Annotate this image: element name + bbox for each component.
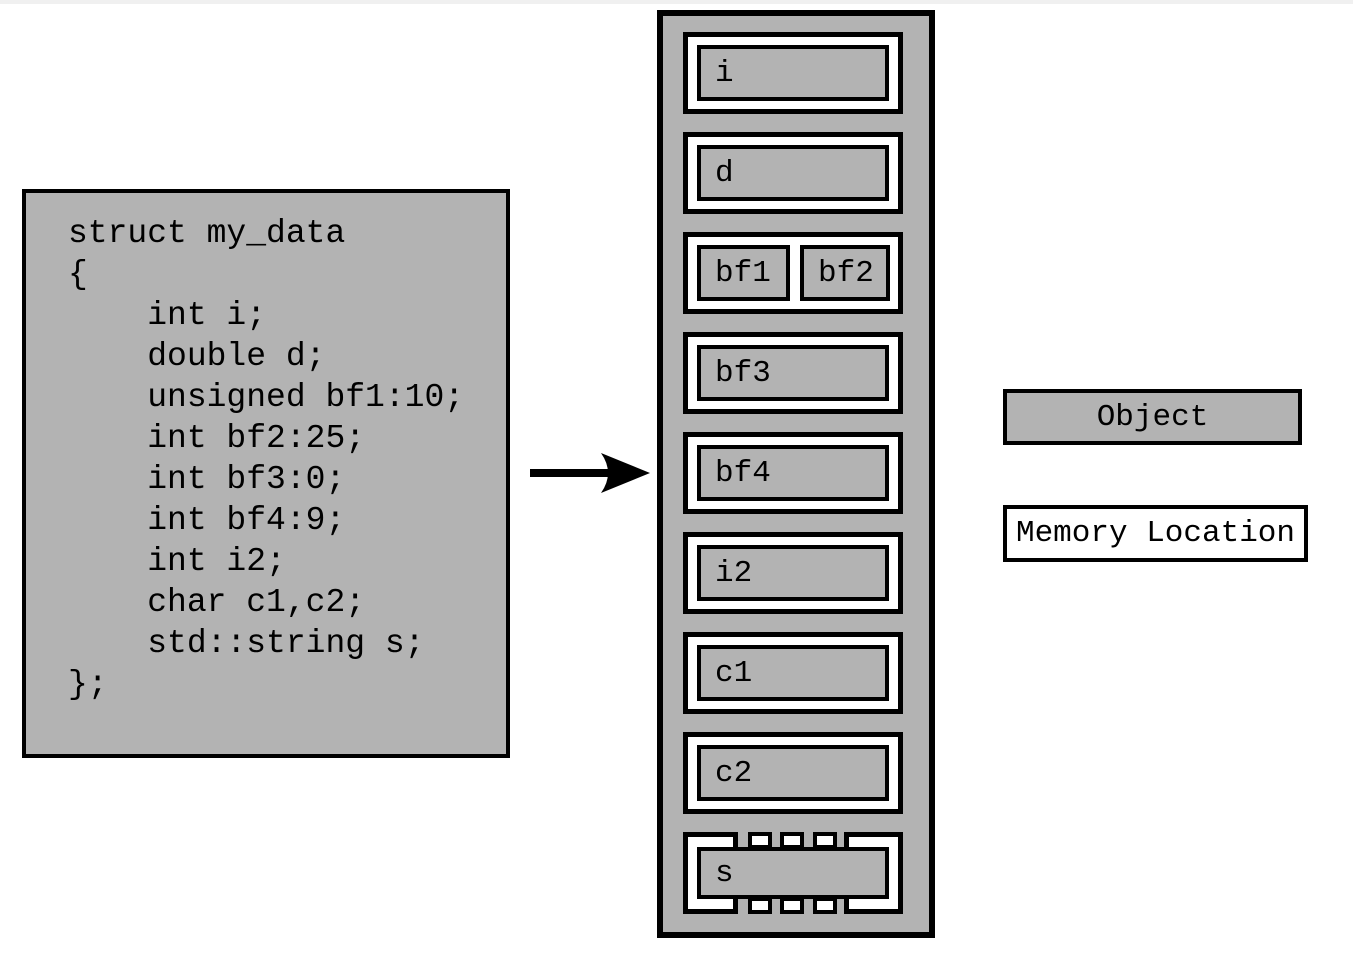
- object-box-c2: c2: [697, 745, 889, 801]
- memory-location-box: c1: [683, 632, 903, 714]
- memory-location-box: c2: [683, 732, 903, 814]
- object-label: i: [715, 55, 734, 91]
- memory-location-tab: [780, 897, 804, 914]
- object-label: bf2: [818, 255, 874, 291]
- top-edge-strip: [0, 0, 1353, 4]
- object-box-i: i: [697, 45, 889, 101]
- struct-code-block: struct my_data { int i; double d; unsign…: [22, 189, 510, 758]
- memory-location-tab: [813, 897, 837, 914]
- memory-location-box: i2: [683, 532, 903, 614]
- object-box-bf4: bf4: [697, 445, 889, 501]
- memory-location-tab: [748, 897, 772, 914]
- memory-location-box: i: [683, 32, 903, 114]
- memory-row-i2: i2: [683, 532, 903, 614]
- object-box-bf2: bf2: [800, 245, 890, 301]
- memory-row-bf4: bf4: [683, 432, 903, 514]
- object-box-i2: i2: [697, 545, 889, 601]
- memory-row-i: i: [683, 32, 903, 114]
- object-box-s: s: [697, 847, 889, 899]
- legend-memory-location-label: Memory Location: [1015, 516, 1296, 551]
- object-box-d: d: [697, 145, 889, 201]
- memory-row-bf1-bf2: bf1 bf2: [683, 232, 903, 314]
- legend-object-label: Object: [1096, 399, 1209, 435]
- object-label: bf1: [715, 255, 771, 291]
- memory-location-box: bf1 bf2: [683, 232, 903, 314]
- struct-code-text: struct my_data { int i; double d; unsign…: [68, 215, 465, 703]
- memory-location-box: bf3: [683, 332, 903, 414]
- legend-memory-location-swatch: Memory Location: [1003, 505, 1308, 562]
- memory-location-box: d: [683, 132, 903, 214]
- right-arrow-icon: [530, 453, 650, 493]
- memory-location-box: bf4: [683, 432, 903, 514]
- object-label: bf4: [715, 455, 771, 491]
- object-label: bf3: [715, 355, 771, 391]
- object-label: c2: [715, 755, 753, 791]
- memory-row-d: d: [683, 132, 903, 214]
- object-label: c1: [715, 655, 753, 691]
- memory-row-c1: c1: [683, 632, 903, 714]
- object-label: s: [715, 855, 734, 891]
- object-label: i2: [715, 555, 753, 591]
- legend-object-swatch: Object: [1003, 389, 1302, 445]
- object-label: d: [715, 155, 734, 191]
- object-box-bf1: bf1: [697, 245, 790, 301]
- object-box-bf3: bf3: [697, 345, 889, 401]
- memory-row-c2: c2: [683, 732, 903, 814]
- memory-row-s: s: [683, 832, 903, 914]
- memory-row-bf3: bf3: [683, 332, 903, 414]
- object-box-c1: c1: [697, 645, 889, 701]
- memory-layout-column: i d bf1 bf2 bf3 bf4: [657, 10, 935, 938]
